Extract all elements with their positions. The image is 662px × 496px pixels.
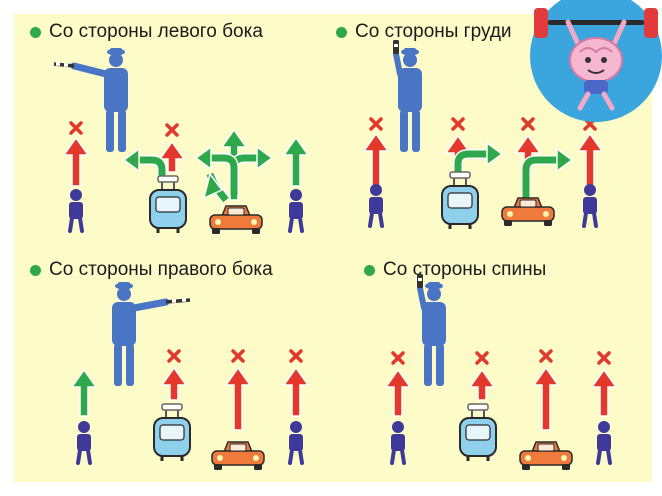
forbidden-arrow <box>158 140 186 173</box>
forbidden-cross-icon <box>539 349 553 363</box>
brain-weightlifter-icon <box>530 0 662 122</box>
forbidden-cross-icon <box>475 351 489 365</box>
pedestrian-icon <box>288 421 304 465</box>
allowed-right-turn-arrow <box>521 147 574 198</box>
forbidden-arrow <box>362 132 390 187</box>
allowed-straight-arrow <box>282 136 310 187</box>
forbidden-cross-icon <box>289 349 303 363</box>
caption-right-side: Со стороны правого бока <box>30 259 273 281</box>
forbidden-arrow <box>576 132 604 187</box>
allowed-left-turn-arrow <box>194 145 239 195</box>
allowed-right-turn-arrow <box>453 141 504 178</box>
tram-icon <box>153 403 191 461</box>
pedestrian-icon <box>76 421 92 465</box>
bullet-dot <box>30 26 41 38</box>
forbidden-cross-icon <box>391 351 405 365</box>
car-icon <box>519 441 573 470</box>
caption-chest-text: Со стороны груди <box>355 21 512 42</box>
forbidden-arrow <box>590 368 618 417</box>
forbidden-arrow <box>384 368 412 417</box>
forbidden-arrow <box>62 136 90 187</box>
car-icon <box>209 205 263 234</box>
pedestrian-icon <box>390 421 406 465</box>
forbidden-cross-icon <box>167 349 181 363</box>
pedestrian-icon <box>288 189 304 233</box>
forbidden-arrow <box>160 366 188 401</box>
pedestrian-icon <box>582 184 598 228</box>
forbidden-cross-icon <box>231 349 245 363</box>
caption-right-side-text: Со стороны правого бока <box>49 259 273 280</box>
car-icon <box>501 197 555 226</box>
forbidden-cross-icon <box>69 121 83 135</box>
bullet-dot <box>30 264 41 276</box>
tram-icon <box>441 171 479 229</box>
bullet-dot <box>364 264 375 276</box>
caption-back: Со стороны спины <box>364 259 546 281</box>
pedestrian-icon <box>368 184 384 228</box>
forbidden-arrow <box>224 366 252 431</box>
pedestrian-icon <box>68 189 84 233</box>
forbidden-arrow <box>514 134 542 173</box>
forbidden-arrow <box>532 366 560 431</box>
allowed-left-turn-arrow <box>122 147 167 180</box>
pedestrian-icon <box>596 421 612 465</box>
forbidden-cross-icon <box>451 117 465 131</box>
forbidden-cross-icon <box>369 117 383 131</box>
caption-left-side: Со стороны левого бока <box>30 21 263 43</box>
allowed-u-turn-arrow <box>202 172 230 204</box>
bullet-dot <box>336 26 347 38</box>
caption-chest: Со стороны груди <box>336 21 512 43</box>
forbidden-cross-icon <box>165 123 179 137</box>
forbidden-arrow <box>282 366 310 417</box>
tram-icon <box>149 175 187 233</box>
allowed-right-turn-arrow <box>229 145 274 195</box>
traffic-officer-icon <box>417 274 446 386</box>
traffic-officer-icon <box>393 40 422 152</box>
car-icon <box>211 441 265 470</box>
caption-back-text: Со стороны спины <box>383 259 547 280</box>
forbidden-arrow <box>468 368 496 401</box>
traffic-officer-icon <box>112 282 191 386</box>
forbidden-cross-icon <box>597 351 611 365</box>
forbidden-cross-icon <box>521 117 535 131</box>
traffic-officer-icon <box>53 48 128 152</box>
allowed-straight-arrow <box>70 368 98 417</box>
tram-icon <box>459 403 497 461</box>
caption-left-side-text: Со стороны левого бока <box>49 21 263 42</box>
